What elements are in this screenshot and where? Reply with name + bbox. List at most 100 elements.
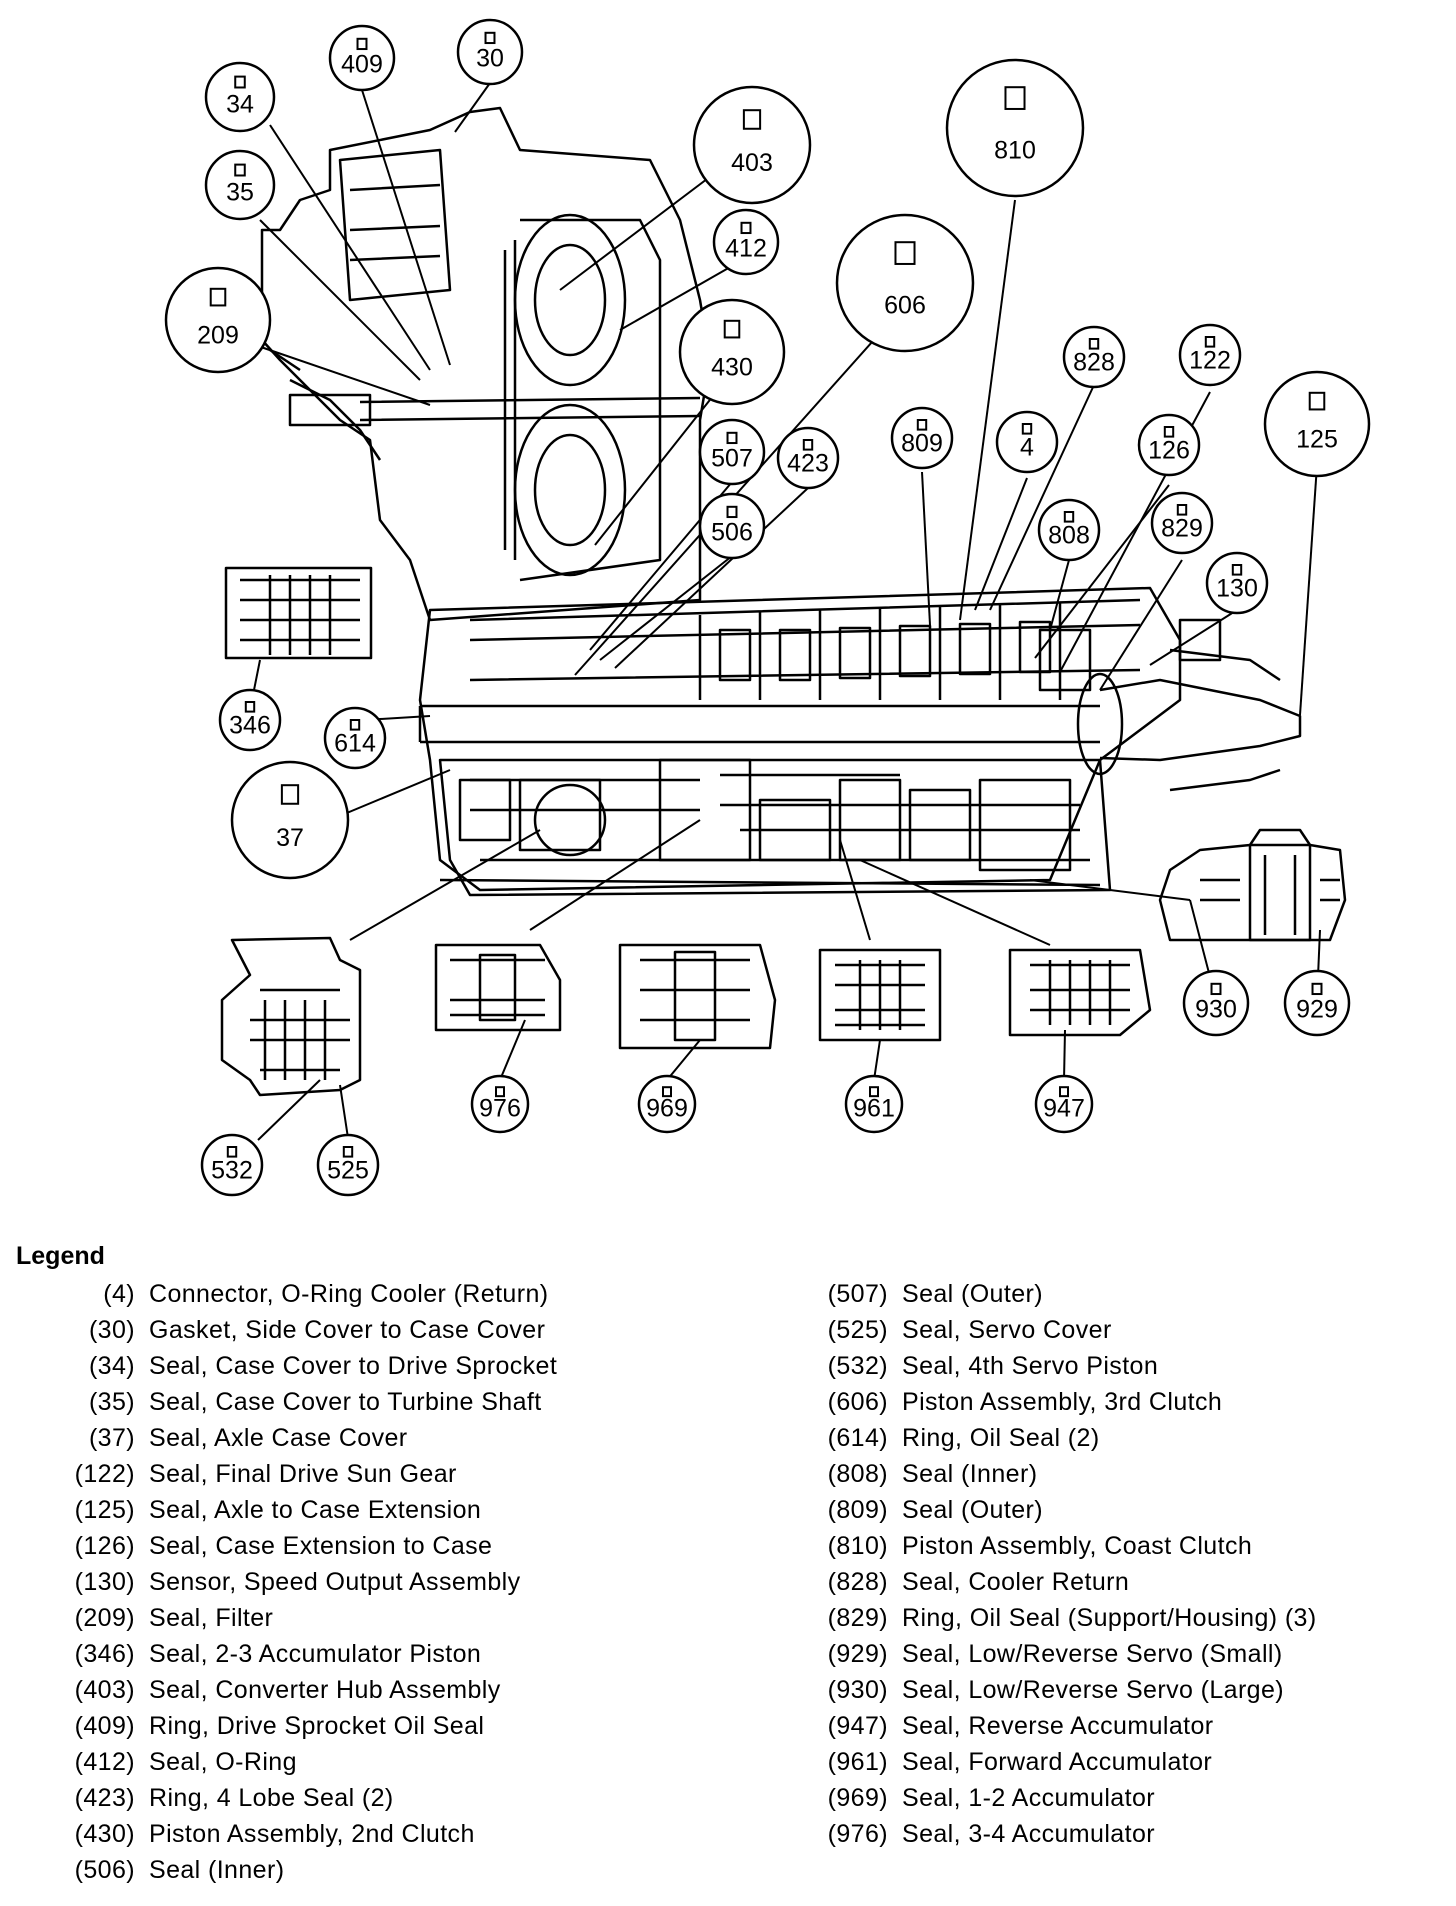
callout-430: 430 bbox=[678, 298, 786, 406]
callout-number: 430 bbox=[711, 353, 753, 381]
legend-entry-text: Ring, 4 Lobe Seal (2) bbox=[149, 1784, 394, 1812]
callout-circle bbox=[456, 18, 524, 86]
callout-403: 403 bbox=[692, 85, 812, 205]
seal-part-icon bbox=[349, 719, 361, 731]
callout-30: 30 bbox=[456, 18, 524, 86]
legend-entry-text: Seal, Case Cover to Drive Sprocket bbox=[149, 1352, 558, 1380]
legend-entry-number: (810) bbox=[827, 1532, 888, 1560]
callout-number: 34 bbox=[226, 90, 254, 118]
seal-part-icon bbox=[342, 1146, 354, 1158]
callout-4: 4 bbox=[995, 410, 1059, 474]
callout-829: 829 bbox=[1150, 491, 1214, 555]
callout-circle bbox=[470, 1074, 530, 1134]
seal-part-icon bbox=[662, 1086, 672, 1098]
callout-35: 35 bbox=[204, 149, 276, 221]
legend-entry-number: (346) bbox=[74, 1640, 135, 1668]
callout-number: 525 bbox=[327, 1157, 369, 1185]
low-reverse-servo-assembly bbox=[1158, 828, 1347, 942]
legend-entry-number: (412) bbox=[74, 1748, 135, 1776]
callout-number: 209 bbox=[197, 321, 239, 349]
seal-part-icon bbox=[484, 31, 496, 45]
legend-entry-number: (929) bbox=[827, 1640, 888, 1668]
callout-number: 808 bbox=[1048, 522, 1090, 550]
seal-part-icon bbox=[802, 439, 814, 451]
callout-circle bbox=[678, 298, 786, 406]
legend-entry-number: (430) bbox=[74, 1820, 135, 1848]
callout-130: 130 bbox=[1205, 551, 1269, 615]
legend-entry-text: Seal (Outer) bbox=[902, 1280, 1043, 1308]
callout-929: 929 bbox=[1283, 969, 1351, 1037]
callout-circle bbox=[1205, 551, 1269, 615]
seal-part-icon bbox=[1308, 391, 1326, 411]
callout-number: 37 bbox=[276, 824, 304, 852]
seal-part-icon bbox=[1204, 336, 1216, 348]
legend: Legend (4)Connector, O-Ring Cooler (Retu… bbox=[0, 1242, 1456, 1902]
legend-entry-text: Seal, Cooler Return bbox=[902, 1568, 1130, 1596]
seal-part-icon bbox=[726, 505, 738, 519]
legend-entry: (125)Seal, Axle to Case Extension bbox=[40, 1492, 557, 1528]
legend-entry-text: Seal, 2-3 Accumulator Piston bbox=[149, 1640, 482, 1668]
seal-part-icon bbox=[869, 1086, 879, 1098]
legend-entry-text: Piston Assembly, 2nd Clutch bbox=[149, 1820, 475, 1848]
seal-part-icon bbox=[1163, 426, 1175, 438]
callout-947: 947 bbox=[1034, 1074, 1094, 1134]
legend-entry: (409)Ring, Drive Sprocket Oil Seal bbox=[40, 1708, 557, 1744]
callout-525: 525 bbox=[316, 1133, 380, 1197]
callout-969: 969 bbox=[637, 1074, 697, 1134]
callout-number: 409 bbox=[341, 50, 383, 78]
callout-circle bbox=[1263, 370, 1371, 478]
legend-entry: (507)Seal (Outer) bbox=[812, 1276, 1317, 1312]
seal-part-icon bbox=[226, 1146, 238, 1158]
callout-810: 810 bbox=[945, 58, 1085, 198]
callout-423: 423 bbox=[776, 426, 840, 490]
callout-circle bbox=[316, 1133, 380, 1197]
legend-entry: (525)Seal, Servo Cover bbox=[812, 1312, 1317, 1348]
callout-number: 614 bbox=[334, 730, 376, 758]
legend-entry: (4)Connector, O-Ring Cooler (Return) bbox=[40, 1276, 557, 1312]
legend-entry: (810)Piston Assembly, Coast Clutch bbox=[812, 1528, 1317, 1564]
callout-828: 828 bbox=[1062, 325, 1126, 389]
callout-number: 35 bbox=[226, 178, 254, 206]
callout-961: 961 bbox=[844, 1074, 904, 1134]
seal-part-icon bbox=[723, 319, 741, 339]
callout-346: 346 bbox=[218, 688, 282, 752]
legend-entry: (961)Seal, Forward Accumulator bbox=[812, 1744, 1317, 1780]
callout-circle bbox=[835, 213, 975, 353]
callout-number: 126 bbox=[1148, 437, 1190, 465]
seal-part-icon bbox=[1004, 86, 1026, 110]
legend-entry-number: (126) bbox=[74, 1532, 135, 1560]
callout-circle bbox=[1178, 323, 1242, 387]
seal-part-icon bbox=[1063, 511, 1075, 523]
callout-circle bbox=[204, 61, 276, 133]
legend-entry-number: (828) bbox=[827, 1568, 888, 1596]
legend-entry-text: Seal (Outer) bbox=[902, 1496, 1043, 1524]
seal-part-icon bbox=[894, 241, 916, 265]
accumulator-961-assembly bbox=[818, 948, 942, 1042]
seal-part-icon bbox=[740, 221, 752, 235]
seal-part-icon bbox=[1021, 423, 1033, 435]
callout-809: 809 bbox=[890, 406, 954, 470]
callout-circle bbox=[323, 706, 387, 770]
legend-entry-number: (930) bbox=[827, 1676, 888, 1704]
seal-part-icon bbox=[916, 419, 928, 431]
legend-entry-number: (403) bbox=[74, 1676, 135, 1704]
legend-entry-number: (506) bbox=[74, 1856, 135, 1884]
callout-number: 423 bbox=[787, 450, 829, 478]
legend-entry-text: Seal, Reverse Accumulator bbox=[902, 1712, 1214, 1740]
legend-entry: (37)Seal, Axle Case Cover bbox=[40, 1420, 557, 1456]
seal-part-icon bbox=[1176, 504, 1188, 516]
legend-entry-number: (209) bbox=[74, 1604, 135, 1632]
legend-entry-text: Ring, Oil Seal (2) bbox=[902, 1424, 1100, 1452]
callout-number: 506 bbox=[711, 518, 753, 546]
legend-entry-text: Seal (Inner) bbox=[902, 1460, 1038, 1488]
legend-entry-number: (130) bbox=[74, 1568, 135, 1596]
callout-number: 828 bbox=[1073, 349, 1115, 377]
legend-title: Legend bbox=[16, 1242, 105, 1270]
callout-circle bbox=[698, 418, 766, 486]
seal-part-icon bbox=[209, 287, 227, 307]
callout-circle bbox=[204, 149, 276, 221]
accumulator-969-assembly bbox=[618, 943, 777, 1050]
callout-number: 976 bbox=[479, 1095, 521, 1123]
callout-circle bbox=[1150, 491, 1214, 555]
